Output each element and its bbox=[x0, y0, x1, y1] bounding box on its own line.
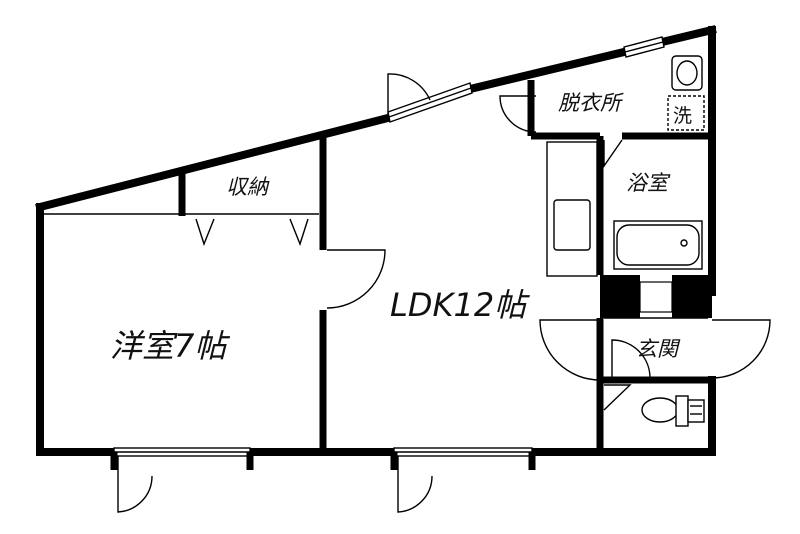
label-storage: 収納 bbox=[226, 175, 270, 199]
label-bath: 浴室 bbox=[626, 171, 671, 195]
interior-walls bbox=[178, 80, 712, 452]
windows bbox=[113, 36, 665, 457]
shoe-box bbox=[639, 281, 673, 313]
door-swings bbox=[117, 73, 771, 513]
label-western-room: 洋室7帖 bbox=[110, 327, 230, 365]
window-posts bbox=[110, 452, 536, 470]
label-dressing-room: 脱衣所 bbox=[558, 91, 624, 115]
thin-lines bbox=[44, 55, 708, 319]
outer-walls bbox=[35, 25, 717, 456]
label-ldk: LDK12帖 bbox=[390, 286, 530, 324]
columns bbox=[600, 275, 712, 318]
toilet-icon bbox=[641, 395, 705, 427]
label-washer: 洗 bbox=[673, 105, 692, 127]
label-entrance: 玄関 bbox=[636, 337, 681, 361]
